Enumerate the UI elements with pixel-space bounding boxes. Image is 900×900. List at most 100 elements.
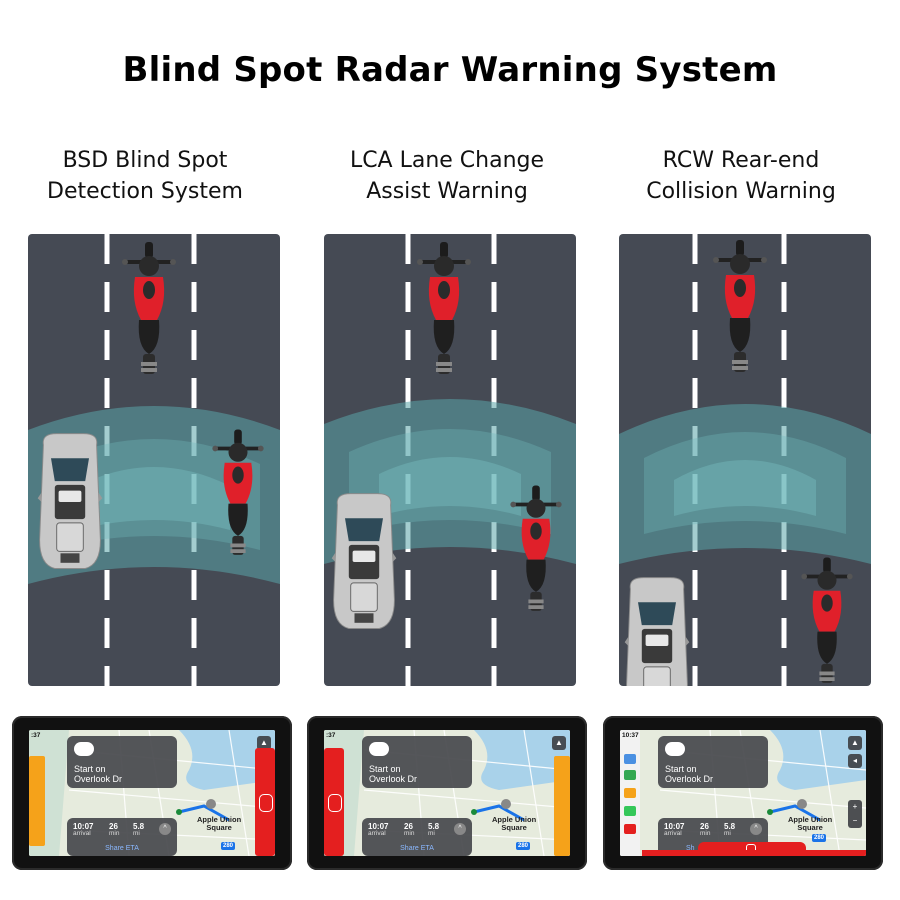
car-icon xyxy=(331,493,397,629)
nav-line1: Start on xyxy=(74,764,106,774)
location-pin-icon xyxy=(797,799,807,809)
dashboard-device-rcw: 10:37 Start on Overlook Dr Apple Union S… xyxy=(603,716,883,870)
share-eta-button[interactable]: Sh xyxy=(686,845,695,852)
motorcycle-icon xyxy=(711,238,769,374)
highway-badge: 280 xyxy=(516,842,531,850)
lane-markings xyxy=(692,234,787,686)
car-icon xyxy=(37,433,103,569)
mi-value: 5.8 xyxy=(724,822,736,831)
carplay-screen: :37 Start on Overlook Dr Apple Union Squ… xyxy=(29,730,275,856)
carplay-screen: :37 Start on Overlook Dr Apple Union Squ… xyxy=(324,730,570,856)
min-value: 26 xyxy=(109,822,118,831)
motorcycle-icon xyxy=(415,240,473,376)
arrival-label: arrival xyxy=(73,830,91,837)
poi-label: Apple Union Square xyxy=(788,816,832,832)
poi-line2: Square xyxy=(797,823,823,832)
nav-line1: Start on xyxy=(369,764,401,774)
lane-markings xyxy=(104,234,197,686)
poi-label: Apple Union Square xyxy=(492,816,536,832)
label-line1: RCW Rear-end xyxy=(662,148,820,173)
right-warning-indicator xyxy=(554,756,570,856)
share-eta-button[interactable]: Share ETA xyxy=(400,845,434,852)
min-value: 26 xyxy=(404,822,413,831)
label-line2: Collision Warning xyxy=(646,179,836,204)
motorcycle-icon xyxy=(799,555,855,685)
chevron-up-icon[interactable]: ^ xyxy=(454,823,466,835)
column-label-lca: LCA Lane Change Assist Warning xyxy=(302,145,592,207)
car-icon xyxy=(624,577,690,686)
motorcycle-icon xyxy=(120,240,178,376)
radar-wave-icon xyxy=(324,399,576,564)
column-label-rcw: RCW Rear-end Collision Warning xyxy=(596,145,886,207)
left-warning-indicator xyxy=(29,756,45,846)
poi-line2: Square xyxy=(206,823,232,832)
poi-line1: Apple Union xyxy=(197,815,242,824)
chevron-up-icon[interactable]: ^ xyxy=(159,823,171,835)
arrival-label: arrival xyxy=(664,830,682,837)
arrival-label: arrival xyxy=(368,830,386,837)
navigation-arrow-icon xyxy=(74,742,94,756)
compass-icon[interactable]: ▲ xyxy=(257,736,271,750)
nav-line2: Overlook Dr xyxy=(665,774,714,784)
min-label: min xyxy=(700,830,711,837)
nav-line2: Overlook Dr xyxy=(74,774,123,784)
page-title: Blind Spot Radar Warning System xyxy=(122,50,778,90)
poi-line1: Apple Union xyxy=(788,815,833,824)
arrival-value: 10:07 xyxy=(664,822,685,831)
mi-label: mi xyxy=(428,830,435,837)
compass-icon[interactable]: ▲ xyxy=(848,736,862,750)
nav-line2: Overlook Dr xyxy=(369,774,418,784)
dashboard-device-lca: :37 Start on Overlook Dr Apple Union Squ… xyxy=(307,716,587,870)
label-line2: Detection System xyxy=(47,179,243,204)
status-time: :37 xyxy=(326,732,336,739)
navigation-card[interactable]: Start on Overlook Dr xyxy=(658,736,768,788)
zoom-controls[interactable]: + − xyxy=(848,800,862,828)
lane-markings xyxy=(405,234,497,686)
radar-wave-icon xyxy=(619,404,871,564)
arrival-value: 10:07 xyxy=(73,822,94,831)
navigation-arrow-icon xyxy=(369,742,389,756)
mi-value: 5.8 xyxy=(428,822,440,831)
volume-icon[interactable]: ◂ xyxy=(848,754,862,768)
eta-card[interactable]: 10:07 arrival 26 min 5.8 mi ^ Share ETA xyxy=(67,818,177,856)
poi-label: Apple Union Square xyxy=(197,816,241,832)
mi-label: mi xyxy=(133,830,140,837)
min-label: min xyxy=(404,830,415,837)
chevron-up-icon[interactable]: ^ xyxy=(750,823,762,835)
eta-card[interactable]: 10:07 arrival 26 min 5.8 mi ^ Share ETA xyxy=(362,818,472,856)
compass-icon[interactable]: ▲ xyxy=(552,736,566,750)
location-pin-icon xyxy=(501,799,511,809)
zoom-in-icon[interactable]: + xyxy=(852,802,858,811)
carplay-screen: 10:37 Start on Overlook Dr Apple Union S… xyxy=(620,730,866,856)
car-icon xyxy=(328,794,342,812)
column-label-bsd: BSD Blind Spot Detection System xyxy=(0,145,290,207)
share-eta-button[interactable]: Share ETA xyxy=(105,845,139,852)
label-line1: BSD Blind Spot xyxy=(62,148,228,173)
status-time: 10:37 xyxy=(622,732,639,739)
car-icon xyxy=(259,794,273,812)
dashboard-device-bsd: :37 Start on Overlook Dr Apple Union Squ… xyxy=(12,716,292,870)
navigation-arrow-icon xyxy=(665,742,685,756)
poi-line1: Apple Union xyxy=(492,815,537,824)
highway-badge: 280 xyxy=(221,842,236,850)
label-line2: Assist Warning xyxy=(366,179,528,204)
navigation-card[interactable]: Start on Overlook Dr xyxy=(67,736,177,788)
mi-label: mi xyxy=(724,830,731,837)
status-time: :37 xyxy=(31,732,41,739)
poi-line2: Square xyxy=(501,823,527,832)
highway-badge: 280 xyxy=(812,834,827,842)
nav-line1: Start on xyxy=(665,764,697,774)
navigation-card[interactable]: Start on Overlook Dr xyxy=(362,736,472,788)
rear-warning-strip xyxy=(642,850,866,856)
arrival-value: 10:07 xyxy=(368,822,389,831)
zoom-out-icon[interactable]: − xyxy=(852,816,858,825)
road-diagram-rcw xyxy=(619,234,871,686)
min-value: 26 xyxy=(700,822,709,831)
left-warning-indicator xyxy=(324,748,344,856)
right-warning-indicator xyxy=(255,748,275,856)
location-pin-icon xyxy=(206,799,216,809)
road-diagram-bsd xyxy=(28,234,280,686)
road-diagram-lca xyxy=(324,234,576,686)
label-line1: LCA Lane Change xyxy=(349,148,545,173)
mi-value: 5.8 xyxy=(133,822,145,831)
